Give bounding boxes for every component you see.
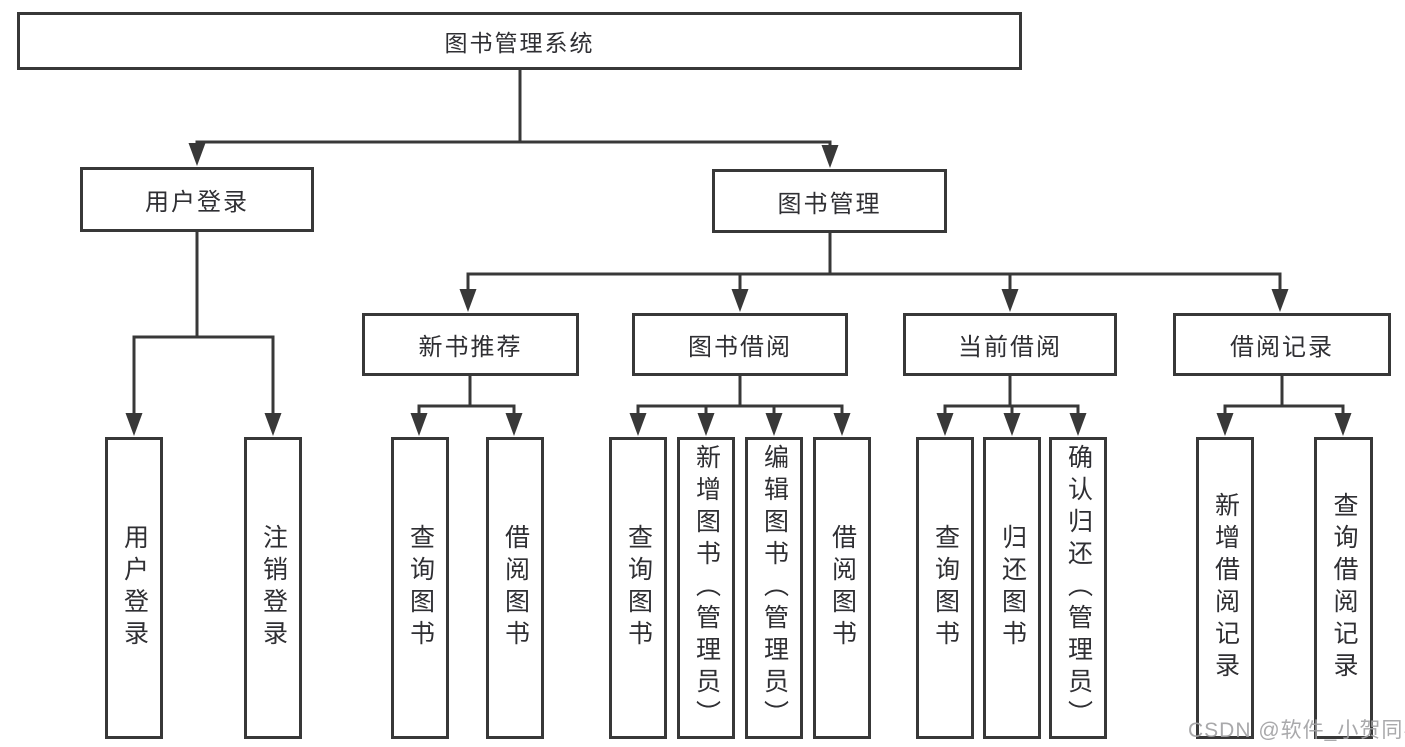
leaf-logout: 注销登录: [244, 437, 302, 739]
leaf-query-borrow-record: 查询借阅记录: [1314, 437, 1373, 739]
leaf-add-books-admin: 新增图书（管理员）: [677, 437, 735, 739]
node-current-borrowing: 当前借阅: [903, 313, 1117, 376]
arrowheads: [125, 143, 1352, 436]
leaf-query-books-current: 查询图书: [916, 437, 974, 739]
node-new-book-recommendation: 新书推荐: [362, 313, 579, 376]
leaf-user-login: 用户登录: [105, 437, 163, 739]
node-book-management: 图书管理: [712, 169, 947, 233]
csdn-watermark: CSDN @软件_小贺同学: [1188, 719, 1405, 742]
leaf-return-books: 归还图书: [983, 437, 1041, 739]
leaf-query-books-recommend: 查询图书: [391, 437, 449, 739]
leaf-confirm-return-admin: 确认归还（管理员）: [1049, 437, 1107, 739]
leaf-edit-books-admin: 编辑图书（管理员）: [745, 437, 803, 739]
node-user-login: 用户登录: [80, 167, 314, 232]
node-borrowing-records: 借阅记录: [1173, 313, 1391, 376]
leaf-add-borrow-record: 新增借阅记录: [1196, 437, 1254, 739]
leaf-borrow-books: 借阅图书: [813, 437, 871, 739]
node-book-borrowing: 图书借阅: [632, 313, 848, 376]
node-library-system: 图书管理系统: [17, 12, 1022, 70]
leaf-borrow-books-recommend: 借阅图书: [486, 437, 544, 739]
leaf-query-books-borrow: 查询图书: [609, 437, 667, 739]
